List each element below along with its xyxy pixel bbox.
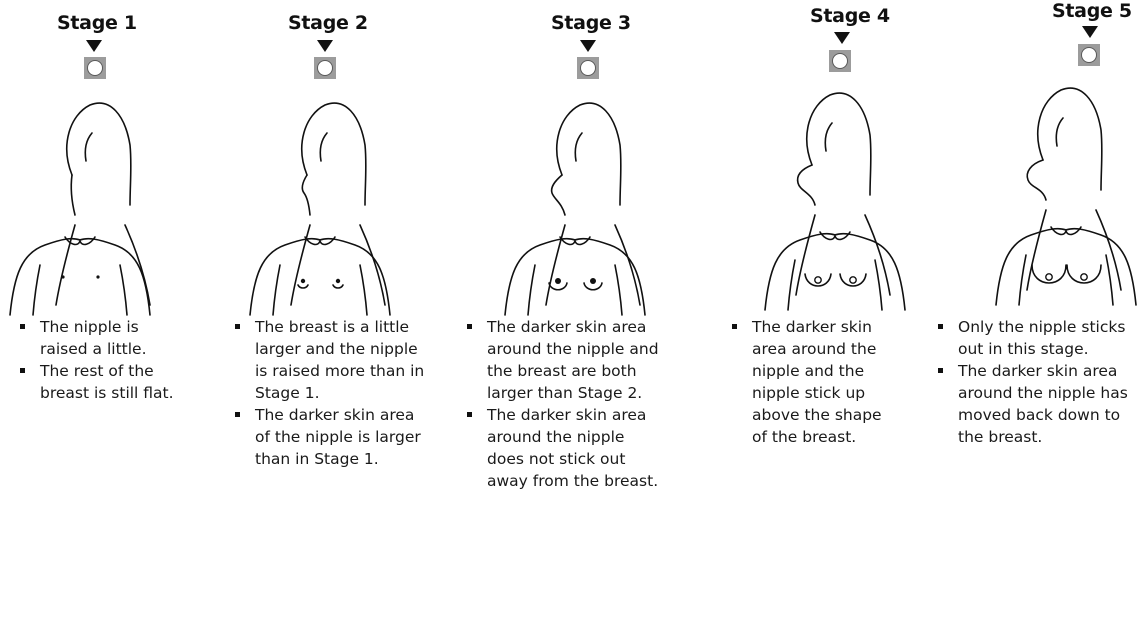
stage-notes: Only the nipple sticks out in this stage… (936, 316, 1146, 448)
stage-3: Stage 3 The darker skin area around the … (455, 0, 685, 619)
stage-notes: The breast is a little larger and the ni… (233, 316, 433, 470)
stage-notes: The nipple is raised a little. The rest … (18, 316, 188, 404)
stage-title: Stage 1 (57, 12, 137, 34)
note: The darker skin area around the nipple h… (936, 360, 1146, 448)
note: The darker skin area of the nipple is la… (233, 404, 433, 470)
front-figure-icon (495, 215, 655, 320)
stage-4: Stage 4 The darker skin area around the … (690, 0, 920, 619)
stage-title: Stage 2 (288, 12, 368, 34)
front-figure-icon (755, 210, 915, 315)
front-figure-icon (0, 215, 160, 320)
note: The nipple is raised a little. (18, 316, 188, 360)
stage-notes: The darker skin area around the nipple a… (730, 316, 900, 448)
note: The darker skin area around the nipple a… (465, 316, 660, 404)
stage-1: Stage 1 The nipple is raised a little. T… (0, 0, 230, 619)
note: Only the nipple sticks out in this stage… (936, 316, 1146, 360)
down-arrow-icon (1082, 26, 1098, 38)
down-arrow-icon (86, 40, 102, 52)
note: The breast is a little larger and the ni… (233, 316, 433, 404)
front-figure-icon (986, 205, 1146, 310)
down-arrow-icon (834, 32, 850, 44)
note: The rest of the breast is still flat. (18, 360, 188, 404)
note: The darker skin area around the nipple a… (730, 316, 900, 448)
stage-title: Stage 3 (551, 12, 631, 34)
down-arrow-icon (317, 40, 333, 52)
stage-2: Stage 2 The breast is a little larger an… (225, 0, 455, 619)
front-figure-icon (240, 215, 400, 320)
stage-5: Stage 5 Only the nipple sticks out in th… (916, 0, 1146, 619)
down-arrow-icon (580, 40, 596, 52)
note: The darker skin area around the nipple d… (465, 404, 660, 492)
stage-title: Stage 4 (810, 5, 890, 27)
stage-notes: The darker skin area around the nipple a… (465, 316, 660, 492)
stage-title: Stage 5 (1052, 0, 1132, 22)
